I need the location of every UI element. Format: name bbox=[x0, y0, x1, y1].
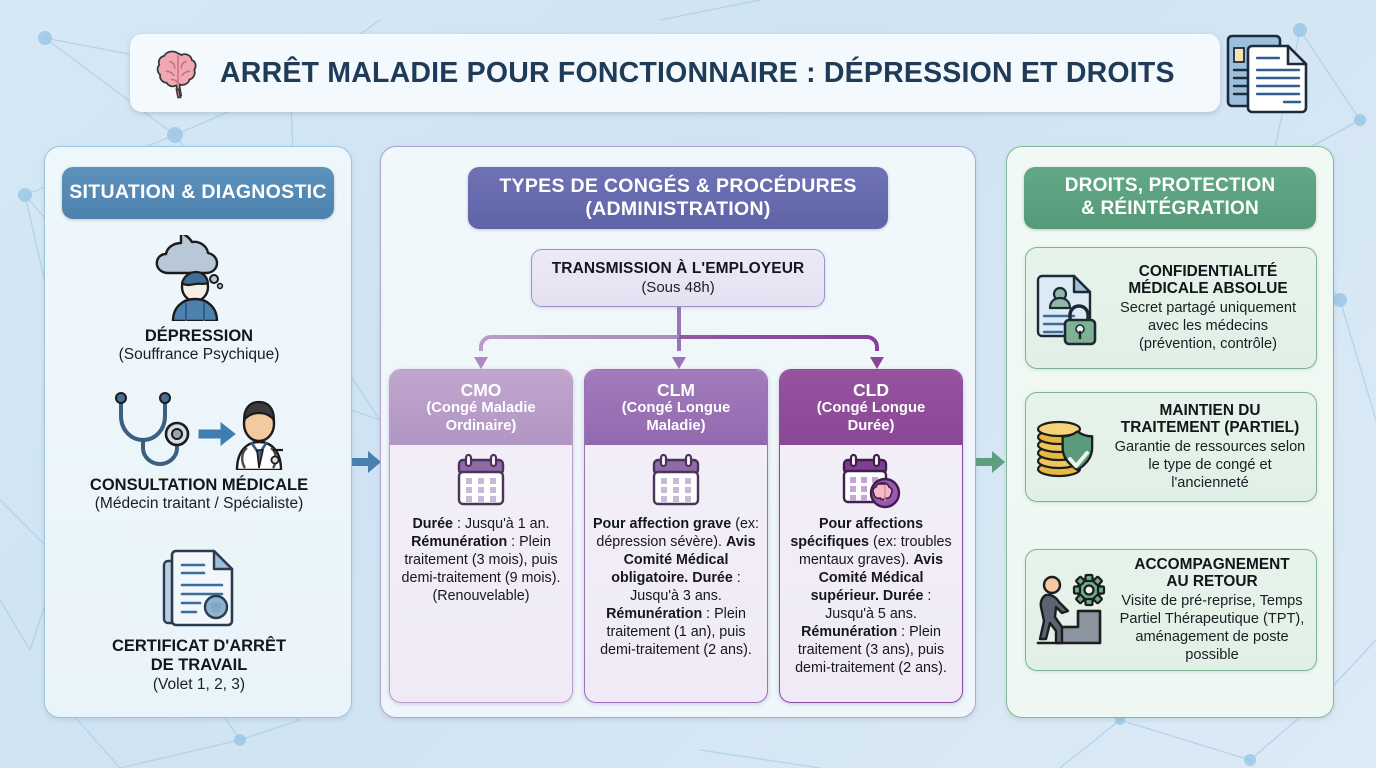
medical-certificate-icon bbox=[162, 549, 234, 627]
column-right-heading: DROITS, PROTECTION & RÉINTÉGRATION bbox=[1024, 167, 1316, 229]
person-stairs-gear-icon bbox=[1036, 573, 1106, 645]
column-droits-protection: DROITS, PROTECTION & RÉINTÉGRATION CONF bbox=[1006, 146, 1334, 718]
card-clm-t0: (ex: dépression sévère). bbox=[596, 516, 760, 550]
right-card-1-title-line1: CONFIDENTIALITÉ bbox=[1138, 262, 1278, 280]
card-cld-full-line2: Durée) bbox=[847, 417, 895, 434]
card-clm-full-line2: Maladie) bbox=[646, 417, 706, 434]
card-cmo-full-line1: (Congé Maladie bbox=[426, 400, 536, 417]
column-left-heading: SITUATION & DIAGNOSTIC bbox=[62, 167, 334, 219]
card-cld-b0: Pour affections spécifiques bbox=[790, 516, 924, 550]
left-item-consultation: CONSULTATION MÉDICALE (Médecin traitant … bbox=[45, 390, 353, 514]
right-card-maintien-traitement[interactable]: MAINTIEN DU TRAITEMENT (PARTIEL) Garanti… bbox=[1025, 392, 1317, 502]
card-cmo-text: Durée : Jusqu'à 1 an. Rémunération : Ple… bbox=[397, 515, 565, 605]
leave-type-cards: CMO (Congé Maladie Ordinaire) bbox=[389, 369, 969, 705]
card-clm-full-line1: (Congé Longue bbox=[621, 400, 731, 417]
right-card-3-title-line1: ACCOMPAGNEMENT bbox=[1134, 555, 1290, 573]
left-item-subtitle: (Volet 1, 2, 3) bbox=[152, 675, 246, 693]
card-clm-b2: Durée bbox=[692, 570, 733, 586]
card-cld-b2: Durée bbox=[882, 588, 924, 604]
right-card-2-subtitle: Garantie de ressources selon le type de … bbox=[1114, 439, 1306, 491]
card-cmo-full-line2: Ordinaire) bbox=[445, 417, 517, 434]
card-clm-header: CLM (Congé Longue Maladie) bbox=[585, 370, 767, 445]
card-clm-abbr: CLM bbox=[657, 379, 695, 400]
card-cld-body: Pour affections spécifiques (ex: trouble… bbox=[780, 445, 962, 683]
column-situation-diagnostic: SITUATION & DIAGNOSTIC DÉPRESSION (Souff… bbox=[44, 146, 352, 718]
column-middle-heading-line1: TYPES DE CONGÉS & PROCÉDURES bbox=[499, 174, 857, 197]
card-cld-t0: (ex: troubles mentaux graves). bbox=[798, 534, 952, 568]
depressed-person-icon bbox=[155, 235, 224, 321]
card-clm-b1: Avis Comité Médical obligatoire. bbox=[611, 534, 756, 586]
card-cld[interactable]: CLD (Congé Longue Durée) bbox=[779, 369, 963, 703]
right-card-3-text: ACCOMPAGNEMENT AU RETOUR Visite de pré-r… bbox=[1116, 556, 1308, 665]
right-card-2-title-line1: MAINTIEN DU bbox=[1159, 401, 1261, 419]
left-item-subtitle: (Médecin traitant / Spécialiste) bbox=[94, 495, 304, 513]
documents-icon bbox=[1226, 34, 1308, 114]
card-clm-b0: Pour affection grave bbox=[592, 516, 732, 532]
card-cmo[interactable]: CMO (Congé Maladie Ordinaire) bbox=[389, 369, 573, 703]
card-cld-text: Pour affections spécifiques (ex: trouble… bbox=[787, 515, 955, 677]
card-cld-t3: : Plein traitement (3 ans), puis demi-tr… bbox=[795, 624, 947, 676]
page-title: ARRÊT MALADIE POUR FONCTIONNAIRE : DÉPRE… bbox=[220, 56, 1175, 89]
card-cmo-t1: : Plein traitement (3 mois), puis demi-t… bbox=[401, 534, 561, 604]
card-cld-abbr: CLD bbox=[853, 379, 889, 400]
card-clm-body: Pour affection grave (ex: dépression sév… bbox=[585, 445, 767, 665]
right-card-confidentialite[interactable]: CONFIDENTIALITÉ MÉDICALE ABSOLUE Secret … bbox=[1025, 247, 1317, 369]
card-cmo-abbr: CMO bbox=[460, 379, 502, 400]
coins-shield-icon bbox=[1036, 420, 1094, 478]
right-card-1-subtitle: Secret partagé uniquement avec les médec… bbox=[1119, 300, 1297, 352]
right-card-3-title-line2: AU RETOUR bbox=[1166, 573, 1258, 591]
left-item-title: CONSULTATION MÉDICALE bbox=[89, 476, 309, 494]
right-card-2-title-line2: TRAITEMENT (PARTIEL) bbox=[1120, 419, 1300, 437]
transmission-box: TRANSMISSION À L'EMPLOYEUR (Sous 48h) bbox=[531, 249, 825, 307]
card-cmo-body: Durée : Jusqu'à 1 an. Rémunération : Ple… bbox=[390, 445, 572, 611]
brain-icon bbox=[156, 50, 197, 99]
right-card-3-subtitle: Visite de pré-reprise, Temps Partiel Thé… bbox=[1119, 593, 1305, 663]
card-clm-text: Pour affection grave (ex: dépression sév… bbox=[592, 515, 760, 659]
left-item-depression: DÉPRESSION (Souffrance Psychique) bbox=[45, 235, 353, 365]
card-clm[interactable]: CLM (Congé Longue Maladie) bbox=[584, 369, 768, 703]
column-right-heading-line1: DROITS, PROTECTION bbox=[1064, 175, 1276, 197]
left-item-title-line2: DE TRAVAIL bbox=[150, 656, 248, 675]
arrow-middle-to-right-icon bbox=[976, 451, 1005, 473]
card-cmo-header: CMO (Congé Maladie Ordinaire) bbox=[390, 370, 572, 445]
card-cld-t2: : Jusqu'à 5 ans. bbox=[825, 588, 932, 622]
calendar-icon bbox=[457, 453, 505, 506]
calendar-brain-icon bbox=[842, 453, 901, 509]
right-card-1-title-line2: MÉDICALE ABSOLUE bbox=[1128, 280, 1288, 298]
card-cmo-b0: Durée bbox=[412, 516, 453, 532]
confidential-document-lock-icon bbox=[1036, 274, 1097, 346]
right-card-1-text: CONFIDENTIALITÉ MÉDICALE ABSOLUE Secret … bbox=[1108, 263, 1308, 354]
card-cmo-t0: : Jusqu'à 1 an. bbox=[453, 516, 550, 532]
left-item-certificate: CERTIFICAT D'ARRÊT DE TRAVAIL (Volet 1, … bbox=[45, 545, 353, 695]
card-cmo-b1: Rémunération bbox=[411, 534, 508, 550]
card-clm-t3: : Plein traitement (1 an), puis demi-tra… bbox=[600, 606, 752, 658]
left-item-title: DÉPRESSION bbox=[144, 327, 254, 345]
calendar-icon bbox=[652, 453, 700, 506]
card-cld-full-line1: (Congé Longue bbox=[816, 400, 926, 417]
branch-connector bbox=[474, 307, 884, 369]
left-item-subtitle: (Souffrance Psychique) bbox=[118, 346, 280, 364]
card-cld-b3: Rémunération bbox=[801, 624, 898, 640]
card-clm-b3: Rémunération bbox=[606, 606, 703, 622]
left-item-title-line1: CERTIFICAT D'ARRÊT bbox=[111, 637, 287, 655]
card-cld-b1: Avis Comité Médical supérieur. bbox=[810, 552, 944, 604]
column-right-heading-line2: & RÉINTÉGRATION bbox=[1081, 198, 1259, 219]
column-middle-heading: TYPES DE CONGÉS & PROCÉDURES (ADMINISTRA… bbox=[468, 167, 888, 229]
column-types-procedures: TYPES DE CONGÉS & PROCÉDURES (ADMINISTRA… bbox=[380, 146, 976, 718]
right-card-accompagnement[interactable]: ACCOMPAGNEMENT AU RETOUR Visite de pré-r… bbox=[1025, 549, 1317, 671]
stethoscope-doctor-icon bbox=[115, 392, 283, 470]
card-clm-t2: : Jusqu'à 3 ans. bbox=[630, 570, 741, 604]
arrow-left-to-middle-icon bbox=[352, 451, 381, 473]
transmission-subtitle: (Sous 48h) bbox=[641, 279, 715, 296]
right-card-2-text: MAINTIEN DU TRAITEMENT (PARTIEL) Garanti… bbox=[1112, 402, 1308, 493]
header-banner: ARRÊT MALADIE POUR FONCTIONNAIRE : DÉPRE… bbox=[130, 34, 1220, 112]
transmission-title: TRANSMISSION À L'EMPLOYEUR bbox=[551, 260, 805, 277]
column-middle-heading-line2: (ADMINISTRATION) bbox=[585, 198, 771, 220]
card-cld-header: CLD (Congé Longue Durée) bbox=[780, 370, 962, 445]
